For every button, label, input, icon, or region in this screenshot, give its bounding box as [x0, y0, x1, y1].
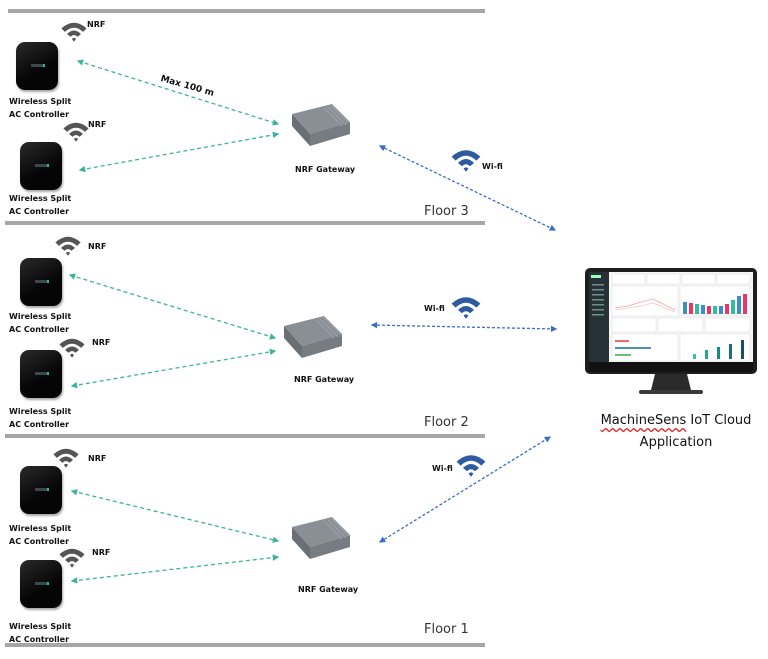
ac-controller-device-icon — [20, 350, 62, 398]
nrf-link-f1-c1 — [70, 489, 280, 543]
nrf-link-f1-c2 — [70, 554, 280, 584]
ac-controller-device-icon — [20, 466, 62, 514]
nrf-signal-icon — [62, 120, 90, 146]
ac-controller-device-icon — [20, 560, 62, 608]
gateway-box-icon — [292, 104, 350, 146]
controller-label: Wireless Split AC Controller — [9, 405, 71, 431]
brand-name: MachineSens — [600, 413, 687, 428]
controller-label: Wireless Split AC Controller — [9, 310, 71, 336]
cloud-label-rest: IoT Cloud — [686, 413, 752, 428]
cloud-label-line2: Application — [639, 435, 713, 450]
device-logo — [35, 488, 49, 491]
nrf-signal-label: NRF — [88, 242, 107, 251]
nrf-signal-label: NRF — [88, 120, 107, 129]
device-logo — [35, 164, 49, 167]
controller-label-line2: AC Controller — [9, 207, 70, 216]
controller-label-line2: AC Controller — [9, 110, 70, 119]
wifi-label: Wi-fi — [432, 464, 453, 473]
floor-label-2: Floor 2 — [424, 415, 469, 430]
cloud-monitor — [583, 266, 759, 406]
wifi-label: Wi-fi — [424, 304, 445, 313]
nrf-signal-icon — [58, 546, 86, 572]
device-logo — [35, 582, 49, 585]
gateway-label: NRF Gateway — [295, 165, 356, 174]
nrf-link-f2-c1 — [68, 273, 277, 340]
wifi-link-f3 — [378, 145, 557, 231]
controller-label-line1: Wireless Split — [9, 97, 72, 106]
gateway-label: NRF Gateway — [298, 585, 359, 594]
controller-label-line1: Wireless Split — [9, 407, 72, 416]
nrf-signal-label: NRF — [88, 454, 107, 463]
controller-label: Wireless Split AC Controller — [9, 522, 71, 548]
ac-controller-device-icon — [20, 142, 62, 190]
floor-divider-2-1 — [5, 434, 485, 438]
floor-divider-bottom — [5, 643, 485, 647]
floor-label-3: Floor 3 — [424, 204, 469, 219]
controller-label-line2: AC Controller — [9, 635, 70, 644]
wifi-link-f1 — [378, 436, 552, 543]
gateway-box-icon — [284, 316, 342, 358]
controller-label: Wireless Split AC Controller — [9, 95, 71, 121]
gateway-box-icon — [292, 517, 350, 559]
nrf-signal-label: NRF — [92, 548, 111, 557]
monitor-dashboard-icon — [585, 268, 757, 394]
controller-label-line2: AC Controller — [9, 537, 70, 546]
controller-label-line2: AC Controller — [9, 420, 70, 429]
nrf-signal-icon — [54, 234, 82, 260]
ac-controller-device-icon — [16, 42, 58, 90]
gateway-label: NRF Gateway — [294, 375, 355, 384]
wifi-icon — [450, 147, 482, 177]
nrf-link-f3-c2 — [78, 131, 280, 173]
nrf-link-f2-c2 — [70, 348, 277, 389]
controller-label: Wireless Split AC Controller — [9, 620, 71, 646]
floor-label-1: Floor 1 — [424, 622, 469, 637]
wifi-label: Wi-fi — [482, 162, 503, 171]
floor-divider-3-2 — [5, 221, 485, 225]
ac-controller-device-icon — [20, 258, 62, 306]
nrf-signal-label: NRF — [92, 338, 111, 347]
floor-divider-top — [8, 9, 485, 13]
controller-label-line2: AC Controller — [9, 325, 70, 334]
nrf-signal-icon — [52, 446, 80, 472]
cloud-app-label: MachineSens IoT Cloud Application — [586, 410, 766, 454]
nrf-signal-icon — [60, 20, 88, 46]
controller-label: Wireless Split AC Controller — [9, 192, 71, 218]
nrf-signal-label: NRF — [87, 20, 106, 29]
device-logo — [35, 372, 49, 375]
device-logo — [31, 64, 45, 67]
controller-label-line1: Wireless Split — [9, 312, 72, 321]
wifi-link-f2 — [370, 321, 558, 333]
wifi-icon — [455, 452, 487, 482]
controller-label-line1: Wireless Split — [9, 524, 72, 533]
controller-label-line1: Wireless Split — [9, 194, 72, 203]
nrf-link-f3-c1 — [76, 59, 280, 126]
nrf-signal-icon — [58, 336, 86, 362]
device-logo — [35, 280, 49, 283]
controller-label-line1: Wireless Split — [9, 622, 72, 631]
wifi-icon — [450, 294, 482, 324]
